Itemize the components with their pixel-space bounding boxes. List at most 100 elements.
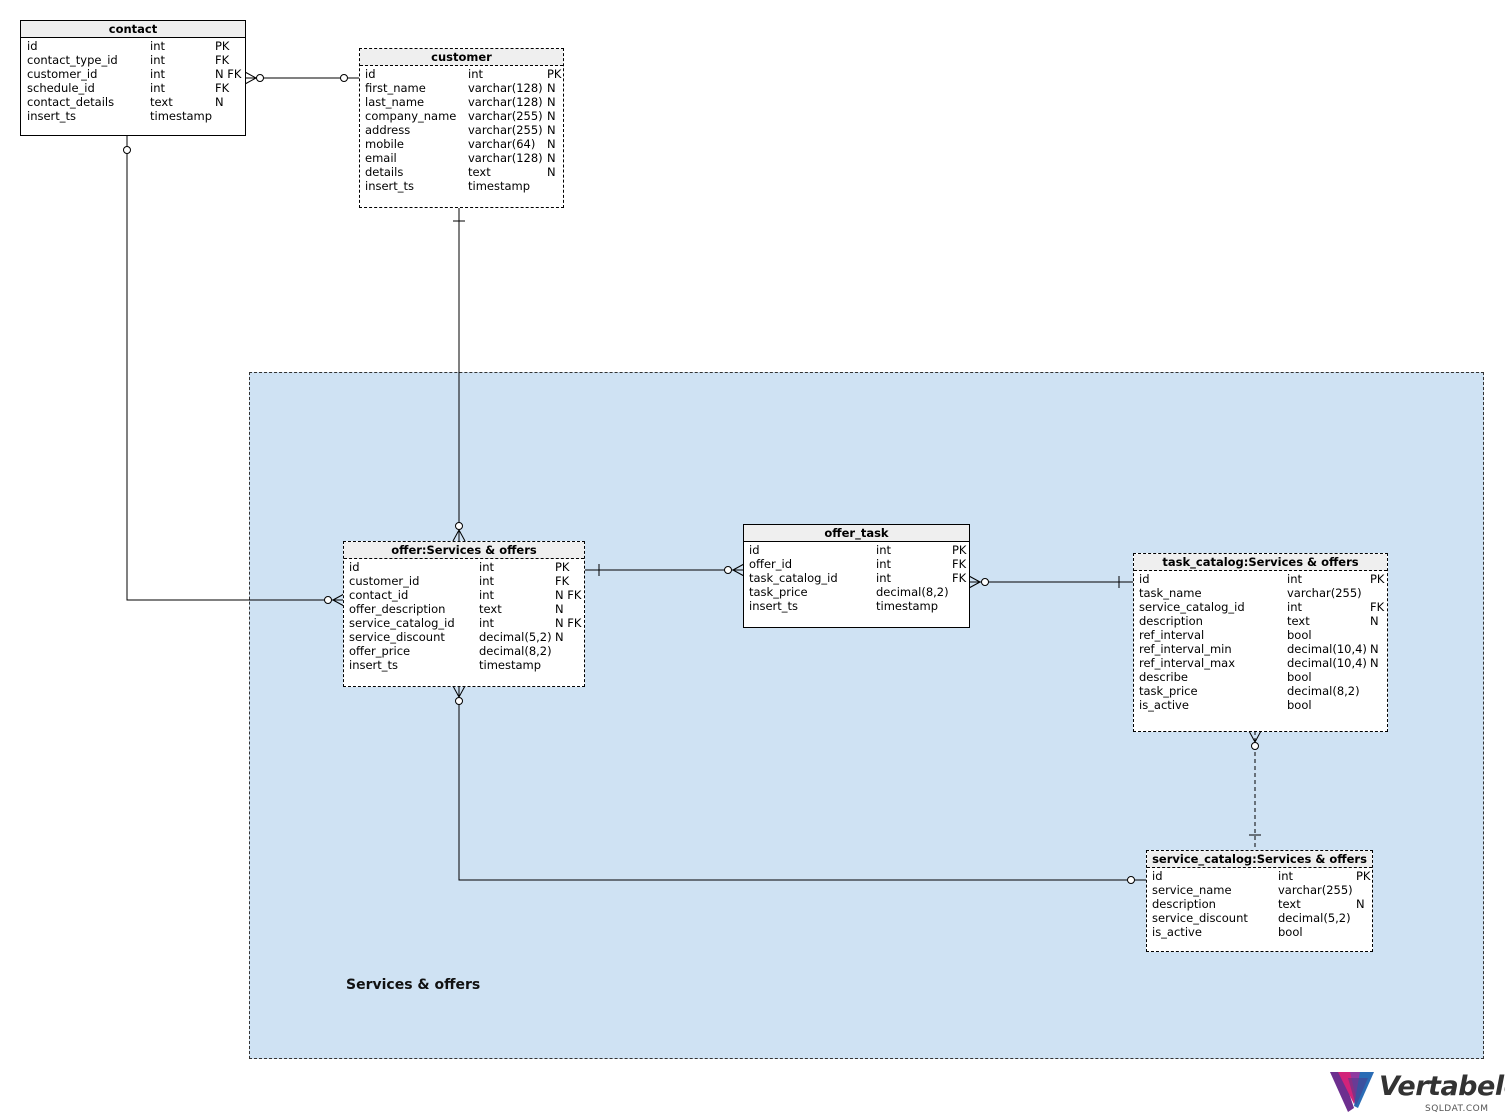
- column-flags: N: [547, 165, 556, 179]
- column-flags: PK: [547, 67, 562, 81]
- column-flags: FK: [215, 81, 230, 95]
- column-type: bool: [1287, 670, 1312, 684]
- column-name: service_discount: [349, 630, 445, 644]
- column-name: service_catalog_id: [349, 616, 455, 630]
- column-name: last_name: [365, 95, 425, 109]
- column-name: task_price: [749, 585, 808, 599]
- column-name: offer_price: [349, 644, 411, 658]
- column-name: service_catalog_id: [1139, 600, 1245, 614]
- column-flags: FK: [555, 574, 570, 588]
- column-type: int: [876, 557, 891, 571]
- column-name: id: [1139, 572, 1150, 586]
- column-name: offer_id: [749, 557, 793, 571]
- relationship-customer-offer: [452, 207, 466, 542]
- column-type: varchar(255): [1278, 883, 1353, 897]
- column-name: id: [365, 67, 376, 81]
- column-type: decimal(5,2): [1278, 911, 1351, 925]
- column-type: varchar(128): [468, 81, 543, 95]
- column-type: timestamp: [479, 658, 542, 672]
- column-name: ref_interval_min: [1139, 642, 1232, 656]
- column-name: details: [365, 165, 404, 179]
- column-name: offer_description: [349, 602, 446, 616]
- column-flags: PK: [1370, 572, 1385, 586]
- table-row[interactable]: customer_id int FK: [344, 574, 584, 588]
- column-name: customer_id: [349, 574, 420, 588]
- column-name: task_catalog_id: [749, 571, 838, 585]
- column-type: varchar(255): [468, 109, 543, 123]
- table-header: offer_task: [744, 525, 969, 542]
- column-type: int: [876, 543, 891, 557]
- column-name: description: [1139, 614, 1203, 628]
- column-name: insert_ts: [749, 599, 799, 613]
- table-row[interactable]: details text N: [360, 165, 563, 179]
- column-flags: FK: [215, 53, 230, 67]
- column-type: bool: [1287, 698, 1312, 712]
- column-type: text: [468, 165, 491, 179]
- column-flags: N: [547, 109, 556, 123]
- column-name: id: [27, 39, 38, 53]
- column-type: int: [150, 53, 165, 67]
- column-name: insert_ts: [27, 109, 77, 123]
- column-flags: N: [1370, 614, 1379, 628]
- column-type: text: [1278, 897, 1301, 911]
- column-flags: N: [547, 123, 556, 137]
- column-flags: N: [1370, 656, 1379, 670]
- column-name: insert_ts: [365, 179, 415, 193]
- column-type: int: [479, 588, 494, 602]
- column-type: int: [479, 574, 494, 588]
- column-type: decimal(10,4): [1287, 642, 1367, 656]
- column-type: varchar(128): [468, 151, 543, 165]
- column-type: decimal(8,2): [1287, 684, 1360, 698]
- column-flags: PK: [1356, 869, 1371, 883]
- column-name: id: [749, 543, 760, 557]
- table-header: task_catalog:Services & offers: [1134, 554, 1387, 571]
